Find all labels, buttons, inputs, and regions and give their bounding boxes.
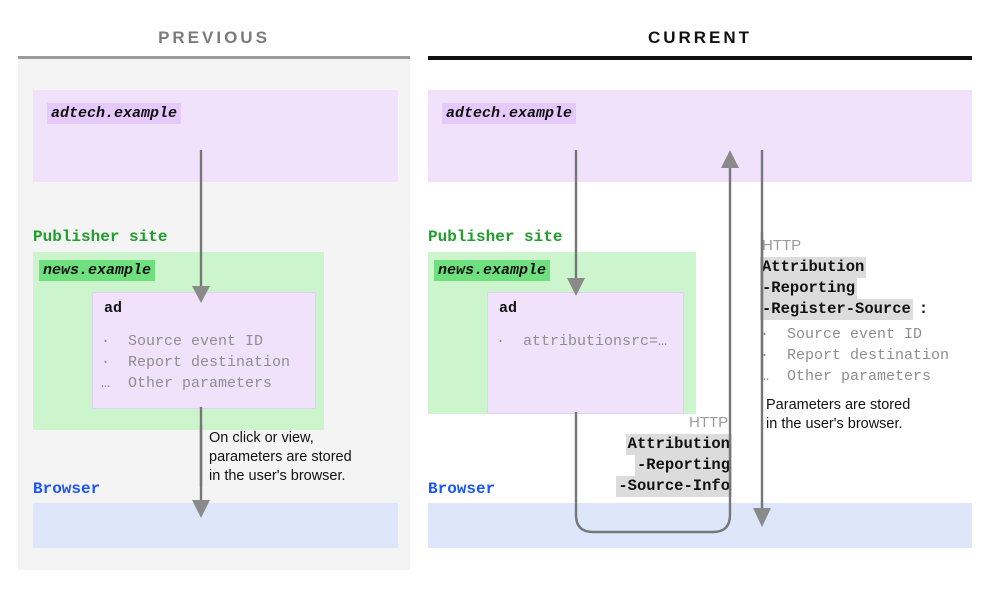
response-header-line-2: -Reporting <box>760 278 980 299</box>
ad-title-current: ad <box>499 300 518 317</box>
column-title-previous: PREVIOUS <box>158 28 270 47</box>
request-header-line-3: -Source-Info <box>560 476 732 497</box>
publisher-site-label-previous: Publisher site <box>33 228 168 246</box>
publisher-site-label-current: Publisher site <box>428 228 563 246</box>
browser-label-current: Browser <box>428 480 496 498</box>
column-rule-current <box>428 56 972 60</box>
request-header-line-2: -Reporting <box>560 455 732 476</box>
response-header-line-1-text: Attribution <box>760 257 867 278</box>
column-title-current: CURRENT <box>647 28 753 47</box>
note-current: Parameters are stored in the user's brow… <box>766 397 911 432</box>
browser-strip-previous <box>33 503 398 548</box>
adtech-domain-chip-previous: adtech.example <box>47 103 182 124</box>
response-http-label: HTTP <box>762 237 802 254</box>
note-previous: On click or view, parameters are stored … <box>209 430 352 484</box>
response-header-params: · Source event ID · Report destination …… <box>760 326 950 385</box>
request-header-line-1-text: Attribution <box>625 434 732 455</box>
response-header-line-3-text: -Register-Source <box>760 299 913 320</box>
request-http-label: HTTP <box>689 414 729 431</box>
response-wire-arrow-head <box>753 508 771 527</box>
publisher-domain-chip-previous: news.example <box>39 260 156 281</box>
ad-box-previous <box>92 292 316 409</box>
arrow-head-prev-top <box>192 286 210 303</box>
response-header-line-2-text: -Reporting <box>760 278 858 299</box>
request-wire-curved <box>574 168 732 534</box>
response-header-line-3: -Register-Source: <box>760 299 980 320</box>
response-header-colon: : <box>918 300 929 318</box>
column-rule-previous <box>18 56 410 59</box>
browser-strip-current <box>428 503 972 548</box>
arrow-head-prev-bottom <box>192 500 210 518</box>
ad-params-current: · attributionsrc=… <box>496 333 668 350</box>
ad-title-previous: ad <box>104 300 123 317</box>
adtech-domain-chip-current: adtech.example <box>442 103 577 124</box>
ad-box-current <box>487 292 684 414</box>
response-header-line-1: Attribution <box>760 257 980 278</box>
request-header-line-1: Attribution <box>560 434 732 455</box>
request-wire-arrow-head <box>721 150 739 168</box>
ad-params-previous: · Source event ID · Report destination …… <box>101 333 291 392</box>
browser-label-previous: Browser <box>33 480 101 498</box>
publisher-domain-chip-current: news.example <box>434 260 551 281</box>
arrow-head-cur-top <box>567 278 585 296</box>
request-header-line-3-text: -Source-Info <box>616 476 732 497</box>
request-header-line-2-text: -Reporting <box>634 455 732 476</box>
